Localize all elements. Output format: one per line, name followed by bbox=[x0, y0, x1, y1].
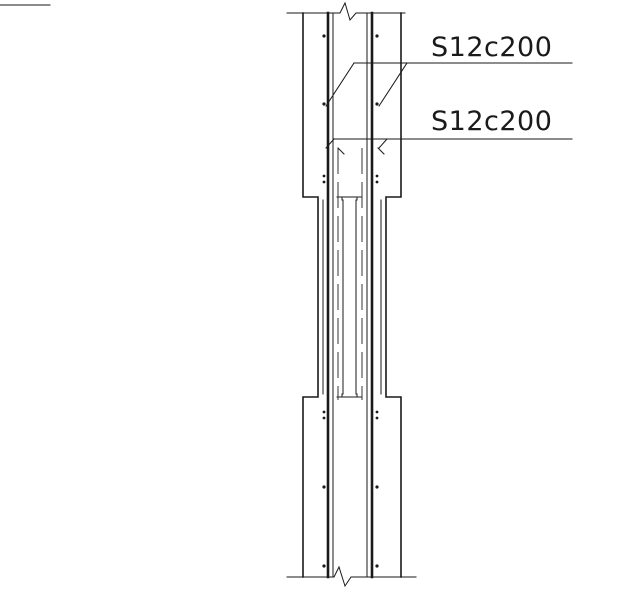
top-break-line bbox=[286, 1, 406, 22]
lower-leader bbox=[325, 138, 573, 149]
rebar-dot bbox=[322, 34, 326, 38]
left-outer-outline bbox=[302, 12, 319, 578]
rebar-dot bbox=[375, 34, 379, 38]
upper-rebar-label: S12c200 bbox=[431, 32, 552, 63]
upper-leader bbox=[325, 62, 573, 107]
rebar-dot bbox=[322, 485, 326, 489]
rebar-dots bbox=[322, 34, 379, 568]
rebar-dot bbox=[375, 102, 379, 106]
core-outline-right bbox=[355, 196, 358, 398]
right-outer-outline bbox=[385, 12, 402, 578]
rebar-dot bbox=[375, 564, 379, 568]
core-outline bbox=[341, 196, 344, 398]
rebar-dot bbox=[322, 416, 326, 420]
rebar-dot bbox=[322, 564, 326, 568]
rebar-dot bbox=[322, 102, 326, 106]
right-lap-hook bbox=[377, 147, 385, 155]
bottom-break-line bbox=[286, 565, 417, 588]
left-lap-hook bbox=[337, 147, 345, 155]
rebar-dot bbox=[375, 410, 379, 414]
rebar-dot bbox=[375, 416, 379, 420]
lower-rebar-label: S12c200 bbox=[431, 106, 552, 137]
rebar-dot bbox=[375, 174, 379, 178]
rebar-dot bbox=[375, 180, 379, 184]
rebar-dot bbox=[322, 174, 326, 178]
rebar-dot bbox=[322, 180, 326, 184]
rebar-dot bbox=[322, 410, 326, 414]
rebar-dot bbox=[375, 485, 379, 489]
